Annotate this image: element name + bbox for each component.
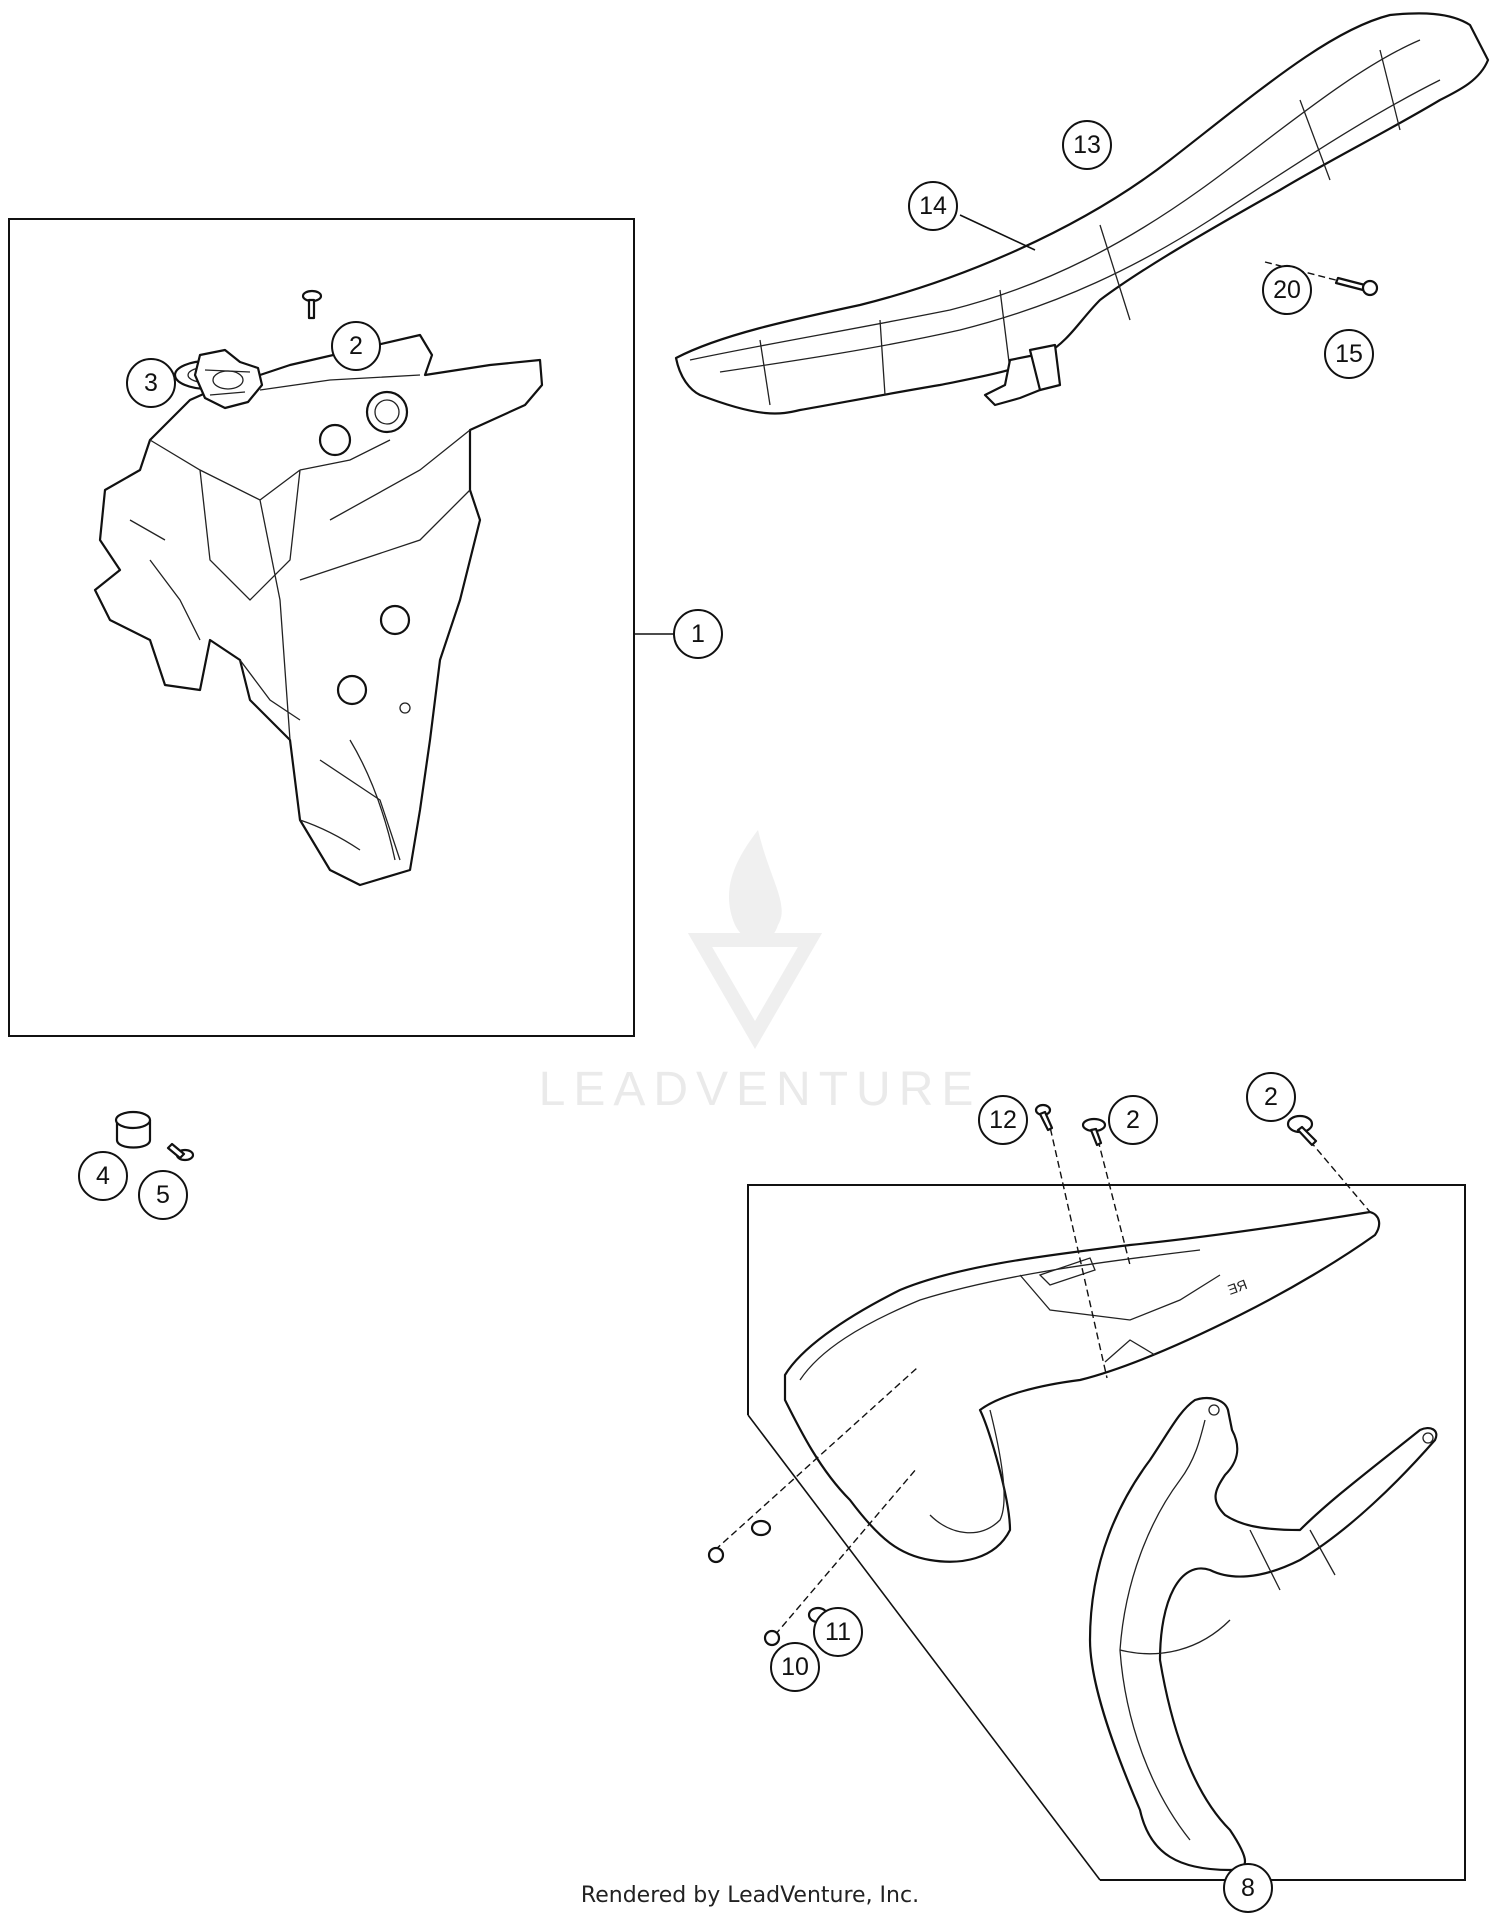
svg-text:3: 3 [144,369,158,397]
screw-part-2 [301,289,323,320]
callout-2-tank: 2 [331,321,381,371]
svg-text:11: 11 [825,1618,851,1646]
svg-text:2: 2 [349,332,363,360]
callout-12: 12 [978,1095,1028,1145]
svg-text:2: 2 [1264,1083,1278,1111]
leadventure-watermark: LEADVENTURE [539,830,982,1116]
fuel-pump-flange [193,348,264,410]
svg-text:5: 5 [156,1181,170,1209]
svg-text:12: 12 [989,1106,1017,1134]
cover-logo: ƎЯ [1226,1276,1250,1298]
radiator-spoiler-rear: ƎЯ [783,1210,1381,1563]
callout-13: 13 [1062,120,1112,170]
cover-hardware [707,1103,1318,1647]
svg-text:2: 2 [1126,1106,1140,1134]
callout-20: 20 [1262,265,1312,315]
callout-2-cover-a: 2 [1108,1095,1158,1145]
spacer-and-screw [114,1110,195,1162]
svg-text:10: 10 [781,1653,809,1681]
svg-text:4: 4 [96,1162,110,1190]
svg-text:15: 15 [1335,340,1363,368]
callout-4: 4 [78,1151,128,1201]
callout-5: 5 [138,1170,188,1220]
seat [674,12,1490,415]
callout-3: 3 [126,358,176,408]
callout-11: 11 [813,1607,863,1657]
callout-15: 15 [1324,329,1374,379]
callout-10: 10 [770,1642,820,1692]
callout-1: 1 [673,609,723,659]
side-cover-assembly-frame [747,1184,1466,1881]
fuel-tank [93,333,544,887]
svg-text:20: 20 [1273,276,1301,304]
callout-2-cover-b: 2 [1246,1072,1296,1122]
svg-text:13: 13 [1073,131,1101,159]
radiator-shroud-front [1088,1396,1438,1872]
fuel-tank-assembly-frame [8,218,635,1037]
watermark-text: LEADVENTURE [539,1063,982,1116]
svg-text:8: 8 [1241,1874,1255,1902]
svg-text:1: 1 [691,620,705,648]
callout-14: 14 [908,181,958,231]
callout-8: 8 [1223,1863,1273,1913]
footer-credit: Rendered by LeadVenture, Inc. [580,1883,920,1908]
svg-text:14: 14 [919,192,947,220]
